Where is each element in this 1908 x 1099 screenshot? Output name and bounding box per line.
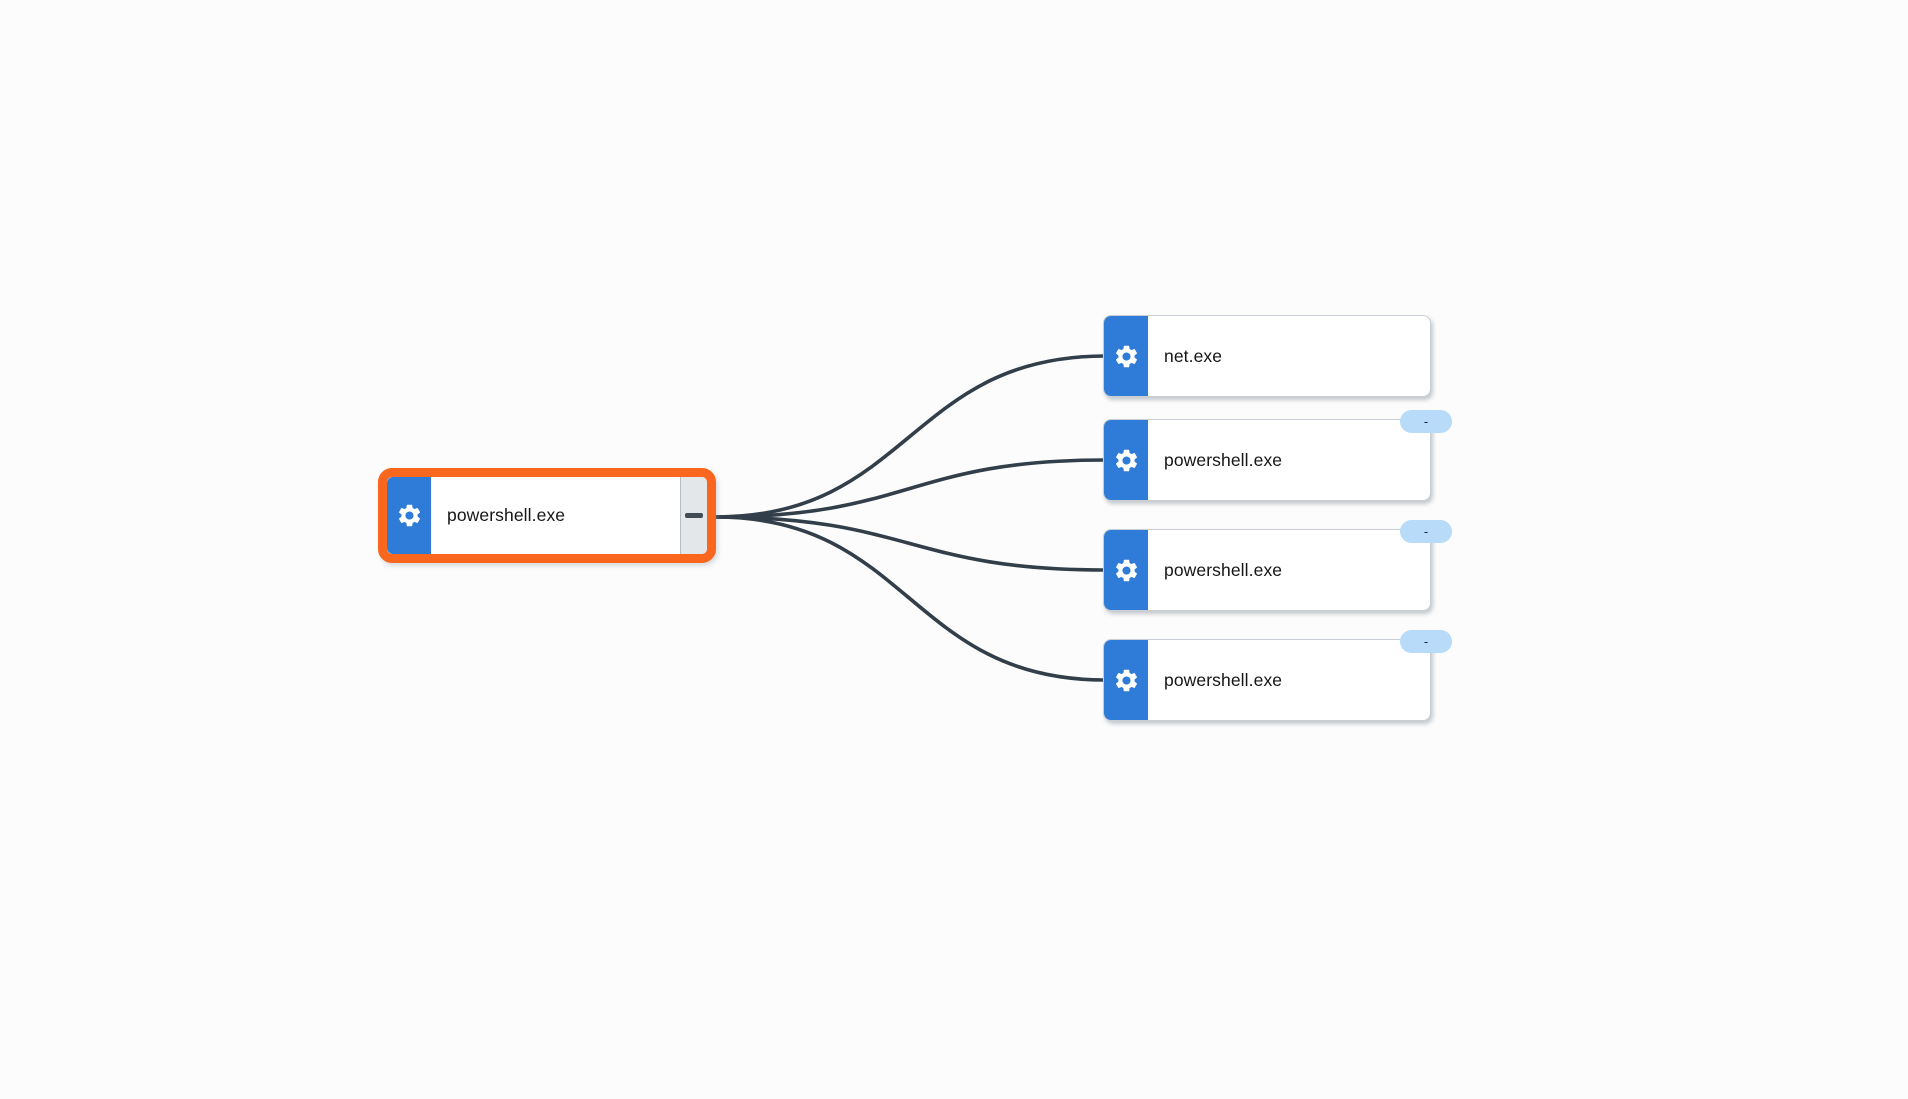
gear-icon — [1115, 449, 1137, 471]
collapse-button[interactable] — [680, 477, 707, 554]
process-edge — [714, 515, 1107, 682]
process-node[interactable]: powershell.exe - — [1103, 520, 1452, 611]
minus-icon — [685, 513, 703, 518]
badge[interactable]: - — [1400, 520, 1452, 543]
process-edge — [714, 515, 1107, 572]
process-label: powershell.exe — [1164, 669, 1283, 690]
gear-icon — [1115, 669, 1137, 691]
process-icon-cell — [1104, 640, 1148, 720]
process-node[interactable]: net.exe — [1103, 315, 1431, 397]
gear-icon — [1115, 345, 1137, 367]
process-label: powershell.exe — [1164, 449, 1283, 470]
process-edge — [714, 354, 1107, 519]
gear-icon — [1115, 559, 1137, 581]
process-icon-cell — [387, 477, 431, 554]
badge[interactable]: - — [1400, 410, 1452, 433]
process-edge — [714, 458, 1107, 519]
process-node[interactable]: powershell.exe - — [1103, 410, 1452, 501]
process-node-root-body: powershell.exe — [387, 477, 707, 554]
process-node[interactable]: powershell.exe - — [1103, 630, 1452, 721]
badge[interactable]: - — [1400, 630, 1452, 653]
process-label: net.exe — [1164, 345, 1223, 366]
process-icon-cell — [1104, 420, 1148, 500]
process-icon-cell — [1104, 316, 1148, 396]
process-label: powershell.exe — [1164, 559, 1283, 580]
process-icon-cell — [1104, 530, 1148, 610]
process-label: powershell.exe — [447, 505, 566, 525]
gear-icon — [398, 504, 420, 527]
process-node-root[interactable]: powershell.exe — [378, 468, 716, 563]
